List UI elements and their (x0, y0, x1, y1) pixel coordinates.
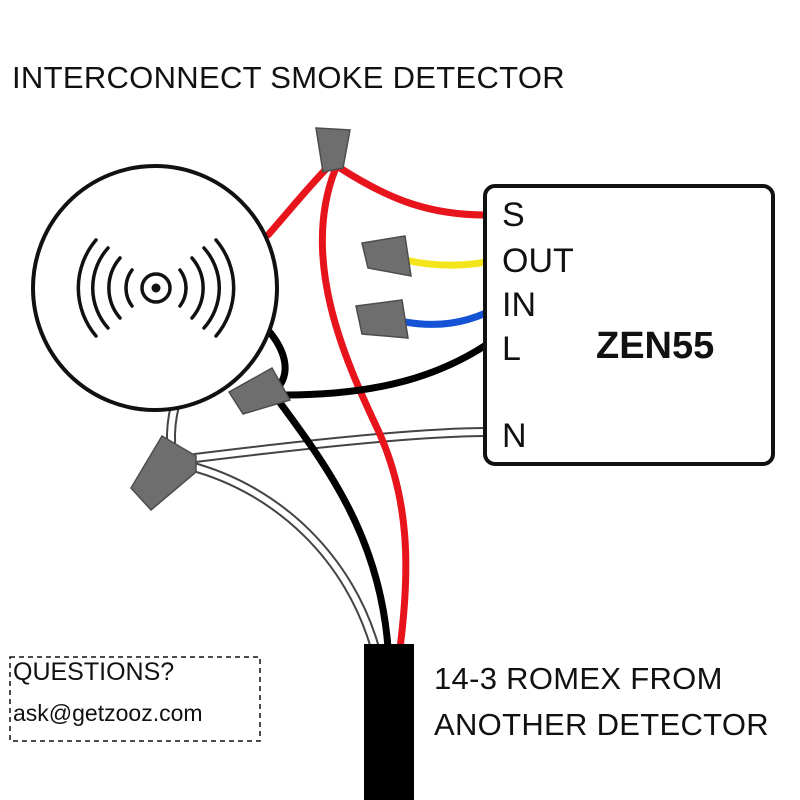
terminal-l-label: L (502, 330, 521, 368)
red-wire-to-s (336, 164, 490, 219)
wire-nut-icon (130, 434, 197, 512)
black-wire-to-romex (274, 396, 392, 652)
terminal-in-label: IN (502, 286, 536, 324)
smoke-detector (31, 164, 279, 412)
contact-box-border (9, 656, 261, 742)
zen55-module: S OUT IN L N ZEN55 (483, 184, 775, 466)
wires (165, 161, 491, 653)
diagram-title: INTERCONNECT SMOKE DETECTOR (12, 60, 565, 95)
black-wire-to-l (281, 341, 490, 399)
terminal-n-label: N (502, 417, 527, 455)
wire-nut-icon (315, 127, 351, 173)
romex-label-line1: 14-3 ROMEX FROM (434, 661, 723, 696)
contact-box: QUESTIONS? ask@getzooz.com (9, 656, 261, 742)
module-body (483, 184, 775, 466)
wire-nut-icon (355, 299, 409, 339)
blue-wire-in (401, 309, 490, 328)
contact-email[interactable]: ask@getzooz.com (13, 700, 203, 726)
romex-label-line2: ANOTHER DETECTOR (434, 707, 769, 742)
romex-cable-jacket (364, 644, 414, 800)
red-wire-to-romex (318, 166, 410, 652)
wire-nuts (130, 127, 412, 512)
wire-nut-icon (361, 235, 412, 277)
module-model-label: ZEN55 (596, 325, 714, 367)
terminal-s-label: S (502, 196, 525, 234)
black-wire-detector (264, 326, 289, 389)
wire-nut-icon (227, 366, 292, 415)
white-wire-to-romex (185, 461, 380, 653)
white-wire-to-romex-core (187, 463, 378, 651)
terminal-out-label: OUT (502, 242, 574, 280)
white-wire-to-n-core (192, 429, 489, 461)
contact-heading: QUESTIONS? (13, 658, 174, 686)
smoke-alarm-icon (76, 238, 236, 338)
yellow-wire-out (401, 256, 490, 269)
